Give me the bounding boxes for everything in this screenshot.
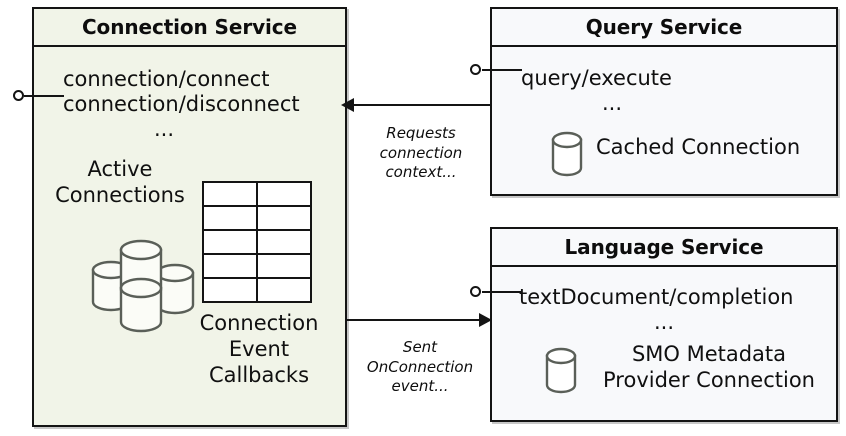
- cached-connection-cylinder-icon: [548, 129, 586, 179]
- connector-query-to-connection-shaft: [352, 104, 490, 106]
- query-service-operations-ellipsis: ...: [601, 91, 623, 115]
- connection-service-title: Connection Service: [34, 9, 345, 47]
- connection-event-callbacks-label-line3: Callbacks: [208, 363, 310, 387]
- active-connections-label-line2: Connections: [55, 183, 185, 207]
- query-service-interface-line: [482, 69, 522, 71]
- table-row: [202, 205, 312, 231]
- connector-connection-to-language-arrowhead: [479, 313, 492, 327]
- language-service-operations-ellipsis: ...: [653, 310, 675, 334]
- table-cell: [256, 277, 312, 303]
- connection-event-callbacks-label-line1: Connection: [199, 311, 319, 335]
- component-query-service[interactable]: Query Service query/execute ... Cached C…: [490, 7, 838, 196]
- table-row: [202, 253, 312, 279]
- operation-query-execute: query/execute: [521, 66, 672, 90]
- component-connection-service[interactable]: Connection Service connection/connect co…: [32, 7, 347, 427]
- connection-service-operations-ellipsis: ...: [153, 117, 175, 141]
- table-cell: [256, 253, 312, 279]
- table-cell: [202, 205, 258, 231]
- active-connections-label-line1: Active: [87, 157, 153, 181]
- table-row: [202, 181, 312, 207]
- table-cell: [256, 181, 312, 207]
- smo-metadata-label-line1: SMO Metadata: [631, 342, 787, 366]
- smo-metadata-label-line2: Provider Connection: [603, 368, 815, 392]
- component-language-service[interactable]: Language Service textDocument/completion…: [490, 227, 838, 422]
- connection-service-interface-line: [24, 95, 64, 97]
- query-service-body: query/execute ... Cached Connection: [492, 47, 836, 196]
- table-cell: [256, 229, 312, 255]
- table-cell: [202, 277, 258, 303]
- language-service-interface-line: [482, 291, 522, 293]
- query-service-provided-interface-icon[interactable]: [470, 64, 481, 75]
- language-service-provided-interface-icon[interactable]: [470, 286, 481, 297]
- table-cell: [256, 205, 312, 231]
- connection-service-body: connection/connect connection/disconnect…: [34, 47, 345, 427]
- operation-connection-connect: connection/connect: [63, 67, 270, 91]
- smo-metadata-provider-cylinder-icon: [542, 345, 580, 397]
- connector-connection-to-language-label: Sent OnConnection event...: [356, 338, 484, 397]
- cached-connection-label: Cached Connection: [596, 135, 801, 159]
- table-cell: [202, 253, 258, 279]
- connection-event-callbacks-label-line2: Event: [228, 337, 290, 361]
- connector-query-to-connection-label: Requests connection context...: [358, 124, 484, 183]
- operation-textdocument-completion: textDocument/completion: [519, 285, 794, 309]
- connector-label-line2: connection: [379, 143, 463, 162]
- connector-connection-to-language-shaft: [347, 319, 481, 321]
- table-cell: [202, 181, 258, 207]
- table-cell: [202, 229, 258, 255]
- query-service-title: Query Service: [492, 9, 836, 47]
- connector-label-line2: OnConnection: [366, 357, 474, 376]
- table-row: [202, 277, 312, 303]
- connector-label-line1: Sent: [402, 338, 438, 356]
- language-service-title: Language Service: [492, 229, 836, 267]
- table-row: [202, 229, 312, 255]
- connector-label-line3: context...: [385, 163, 457, 181]
- language-service-body: textDocument/completion ... SMO Metadata…: [492, 267, 836, 422]
- connector-label-line1: Requests: [386, 124, 456, 142]
- connector-label-line3: event...: [391, 377, 449, 395]
- operation-connection-disconnect: connection/disconnect: [63, 92, 300, 116]
- connector-query-to-connection-arrowhead: [341, 98, 354, 112]
- connection-service-provided-interface-icon[interactable]: [13, 90, 24, 101]
- active-connections-cylinder-cluster-icon: [87, 232, 207, 333]
- connection-event-callbacks-table: [202, 181, 312, 303]
